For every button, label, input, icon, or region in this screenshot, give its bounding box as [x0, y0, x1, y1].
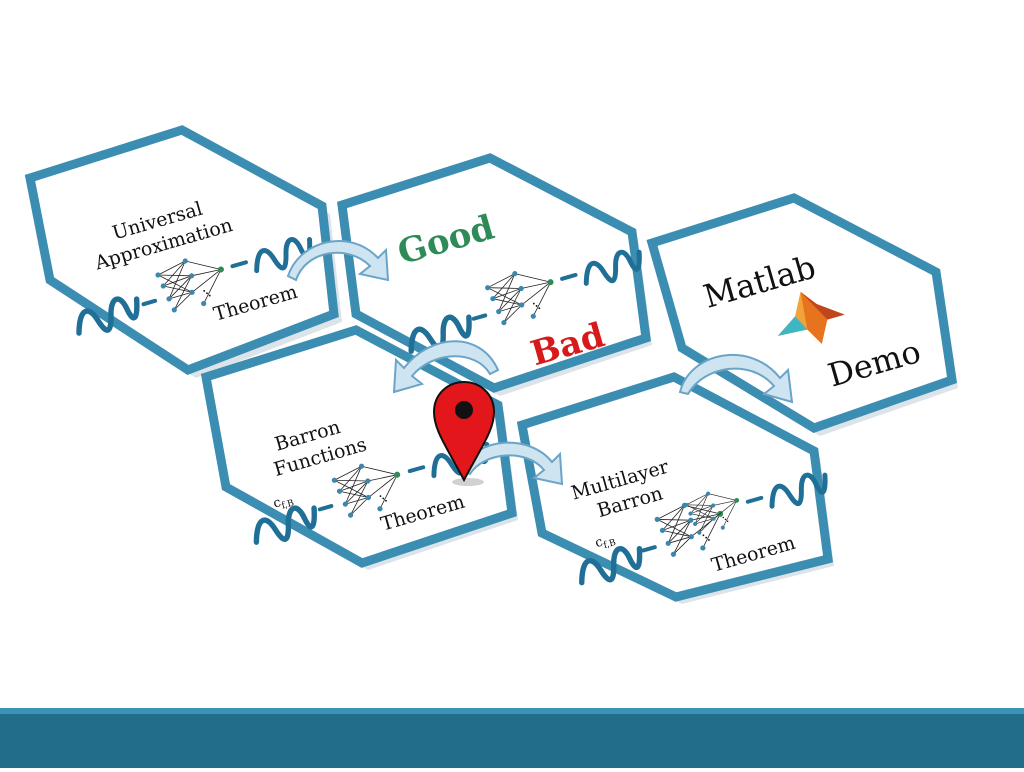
arrow-good-to-barron [392, 340, 500, 394]
tile-multilayer-barron: Multilayer Barron cf,B Theorem [516, 372, 834, 604]
arrow-universal-to-good [286, 240, 390, 282]
footer-band [0, 708, 1024, 768]
footer-accent-line [0, 708, 1024, 714]
tile-universal-approximation: Universal Approximation Theorem [24, 125, 342, 378]
coefficient-label: cf,B [594, 531, 618, 553]
coefficient-label: cf,B [272, 492, 296, 514]
map-pin-icon [432, 380, 496, 486]
tile-matlab-demo: Matlab Demo [646, 193, 958, 436]
tile-barron-functions: Barron Functions cf,B Theorem [200, 325, 518, 570]
tile-good-bad: Good Bad [337, 153, 652, 396]
arrow-barron-to-multilayer [460, 441, 564, 486]
arrow-multilayer-to-matlab [678, 354, 794, 404]
matlab-logo-icon [777, 291, 845, 345]
